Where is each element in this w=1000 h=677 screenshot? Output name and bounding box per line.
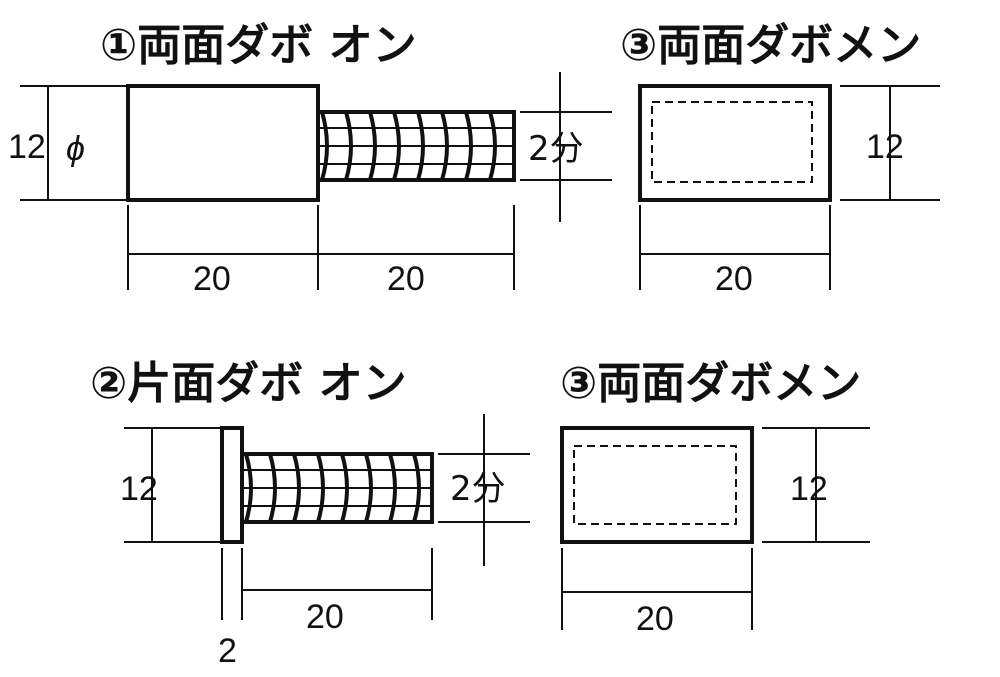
part3a-width-dimension-line: [639, 205, 831, 290]
part3a-drawing: 12 20: [638, 84, 940, 298]
title-part2: ②片面ダボ オン: [90, 358, 407, 409]
part3b-height-dimension-line: [762, 427, 870, 543]
part2-thread-size-dimension-line: [438, 414, 530, 566]
part2-thread: [240, 452, 434, 524]
part2-height-label: 12: [120, 470, 158, 508]
part3b-drawing: 12 20: [560, 426, 870, 638]
title-part1: ①両面ダボ オン: [100, 20, 417, 71]
part1-drawing: 12 ϕ 2分 20 20: [8, 72, 612, 298]
part1-length-dimension-line: [127, 205, 515, 290]
part2-flange-label: 2: [218, 632, 237, 670]
part1-thread: [316, 110, 516, 182]
part1-thread-length-label: 20: [387, 260, 425, 298]
part2-length-dimension-line: [221, 548, 433, 620]
part1-diameter-label: 12: [8, 128, 46, 166]
title-part3b: ③両面ダボメン: [560, 358, 861, 409]
part1-diameter-dimension-line: [20, 85, 128, 201]
part2-height-dimension-line: [124, 427, 222, 543]
part1-thread-size-label: 2分: [528, 129, 584, 169]
part2-flange: [220, 426, 244, 544]
part3a-width-label: 20: [715, 260, 753, 298]
title-part3a: ③両面ダボメン: [620, 20, 921, 71]
part3a-height-label: 12: [866, 128, 904, 166]
part2-thread-length-label: 20: [306, 598, 344, 636]
part2-drawing: 12 2分 20 2: [120, 414, 530, 670]
part1-body-length-label: 20: [193, 260, 231, 298]
part3b-width-dimension-line: [561, 548, 753, 630]
part2-thread-size-label: 2分: [450, 469, 506, 509]
part1-body: [126, 84, 320, 202]
part1-thread-size-dimension-line: [520, 72, 612, 222]
part3b-hole-hidden-line: [573, 445, 737, 525]
part1-phi-symbol: ϕ: [66, 130, 85, 168]
part3a-hole-hidden-line: [651, 101, 813, 183]
part3b-width-label: 20: [636, 600, 674, 638]
part3b-height-label: 12: [790, 470, 828, 508]
part3a-height-dimension-line: [840, 85, 940, 201]
